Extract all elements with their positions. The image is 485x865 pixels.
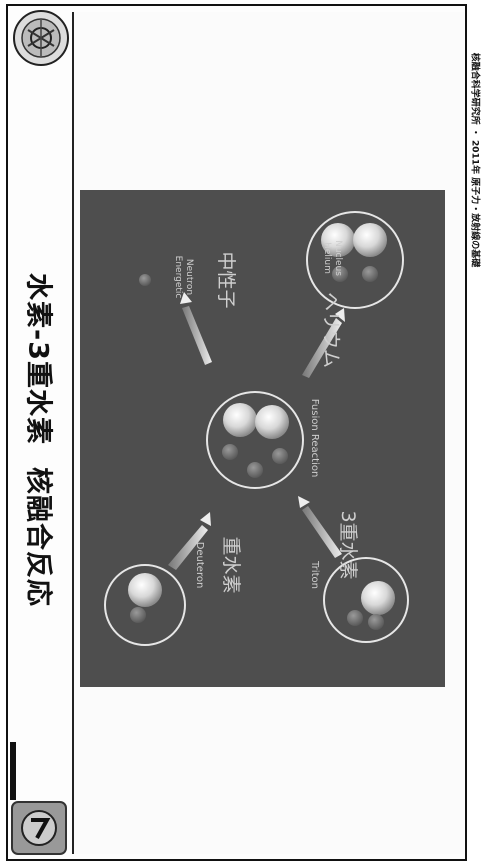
triton-neutron-2 bbox=[368, 614, 384, 630]
fusion-neutron-1 bbox=[222, 444, 238, 460]
fusion-proton-2 bbox=[255, 405, 289, 439]
fusion-neutron-2 bbox=[247, 462, 263, 478]
fusion-circle bbox=[206, 391, 304, 489]
title-accent-bar bbox=[10, 742, 16, 800]
triton-circle bbox=[323, 557, 409, 643]
arrow-deuteron-to-fusion bbox=[168, 525, 208, 570]
arrow-fusion-to-helium bbox=[302, 318, 342, 378]
energetic-neutron bbox=[139, 274, 151, 286]
deuteron-neutron bbox=[130, 607, 146, 623]
arrowhead-neutron bbox=[180, 292, 192, 304]
helium-neutron-2 bbox=[362, 266, 378, 282]
triton-neutron-1 bbox=[347, 610, 363, 626]
label-neutron-jp: 中性子 bbox=[215, 251, 237, 308]
fusion-neutron-3 bbox=[272, 448, 288, 464]
helium-proton-1 bbox=[321, 223, 355, 257]
label-triton-en: Triton bbox=[309, 560, 320, 589]
arrow-fusion-to-neutron bbox=[182, 306, 212, 365]
arrowhead-helium bbox=[335, 308, 345, 322]
footer-text: 核融合科学研究所 ・ 2011年 原子力・放射線の基礎 bbox=[469, 52, 480, 268]
label-deuteron-en: Deuteron bbox=[194, 542, 205, 589]
triton-group bbox=[323, 557, 409, 643]
arrow-triton-to-fusion bbox=[302, 506, 342, 558]
deuteron-circle bbox=[104, 564, 186, 646]
label-neutron-en-2: Neutron bbox=[184, 259, 194, 295]
title-bar bbox=[8, 12, 74, 854]
fusion-proton-1 bbox=[223, 403, 257, 437]
label-neutron-en-1: Energetic bbox=[173, 256, 183, 299]
helium-proton-2 bbox=[353, 223, 387, 257]
corner-logo-icon bbox=[11, 801, 67, 855]
deuteron-proton bbox=[128, 573, 162, 607]
title-area: 水素-3重水素核融合反応 bbox=[8, 90, 74, 790]
label-helium-jp: ヘリウム bbox=[320, 292, 342, 368]
title-part1: 水素-3重水素 bbox=[22, 273, 54, 445]
helium-neutron-1 bbox=[332, 266, 348, 282]
fusion-diagram: Deuteron 重水素 Triton 3重水素 Fusion Reaction… bbox=[80, 190, 445, 687]
fusion-group bbox=[206, 391, 304, 489]
slide-title: 水素-3重水素核融合反応 bbox=[22, 273, 61, 607]
label-deuteron-jp: 重水素 bbox=[220, 536, 242, 593]
institute-seal-icon bbox=[13, 10, 69, 66]
deuteron-group bbox=[104, 564, 186, 646]
label-fusion: Fusion Reaction bbox=[309, 399, 320, 478]
helium-group bbox=[306, 211, 404, 309]
label-helium-en-1: Helium bbox=[322, 242, 332, 274]
label-helium-en-2: Nucleus bbox=[333, 240, 343, 276]
title-part2: 核融合反応 bbox=[22, 467, 54, 607]
triton-proton bbox=[361, 581, 395, 615]
label-triton-jp: 3重水素 bbox=[337, 510, 359, 579]
arrowhead-deuteron bbox=[200, 512, 211, 526]
footer-area: 核融合科学研究所 ・ 2011年 原子力・放射線の基礎 bbox=[469, 40, 483, 860]
arrowhead-triton bbox=[298, 496, 310, 508]
helium-circle bbox=[306, 211, 404, 309]
